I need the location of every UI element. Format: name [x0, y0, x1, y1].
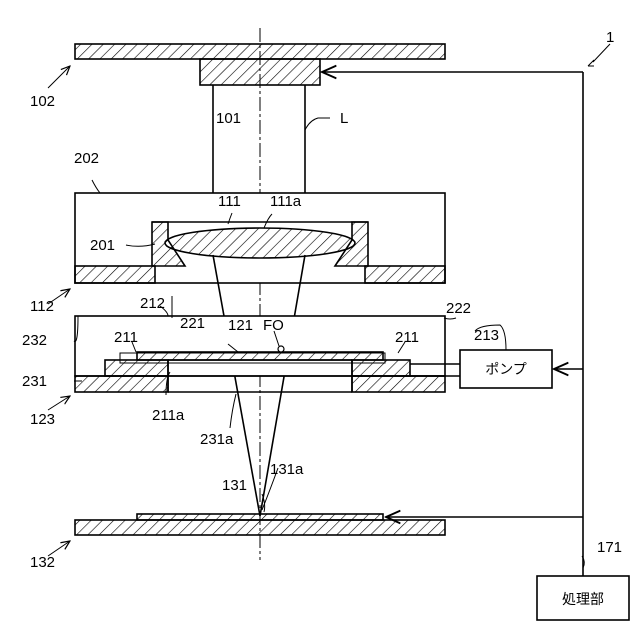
label-controller-ref: 171	[597, 539, 622, 556]
stage-plate	[75, 520, 445, 535]
label-lens-axis: 111a	[270, 193, 302, 210]
top-plate	[75, 44, 445, 59]
label-cell-top: 212	[140, 295, 165, 312]
upper-box-bottom	[75, 266, 155, 283]
spacer-right	[352, 360, 410, 376]
window-plate	[137, 352, 383, 360]
cell-base-right	[352, 376, 445, 392]
label-lens: 111	[218, 193, 241, 210]
spacer-left	[105, 360, 168, 376]
label-top-plate: 102	[30, 93, 55, 110]
label-lower-bottom: 123	[30, 411, 55, 428]
sensor	[137, 514, 383, 520]
label-cell: 221	[180, 315, 205, 332]
lens	[165, 228, 355, 258]
processor-label: 処理部	[562, 592, 604, 608]
label-focus: FO	[263, 317, 284, 334]
label-chamber: 222	[446, 300, 471, 317]
label-sensor: 131	[222, 477, 247, 494]
light-source	[200, 59, 320, 85]
label-pump-line: 213	[474, 327, 499, 344]
label-spacer-hole: 211a	[152, 407, 185, 424]
label-beam: L	[340, 110, 348, 127]
focus-point	[278, 346, 284, 352]
label-cell-body: 232	[22, 332, 47, 349]
label-base-hole: 231a	[200, 431, 234, 448]
label-lens-holder: 201	[90, 237, 115, 254]
label-spacer-right: 211	[395, 329, 419, 346]
label-spacer: 211	[114, 329, 138, 346]
label-cell-base: 231	[22, 373, 47, 390]
label-upper-box: 202	[74, 150, 99, 167]
label-window: 121	[228, 317, 253, 334]
label-source: 101	[216, 110, 241, 127]
label-device: 1	[606, 29, 614, 46]
cell-base-left	[75, 376, 168, 392]
pump-label: ポンプ	[485, 362, 527, 378]
label-sensor-axis: 131a	[270, 461, 304, 478]
label-upper-bottom: 112	[30, 298, 54, 315]
label-stage: 132	[30, 554, 55, 571]
